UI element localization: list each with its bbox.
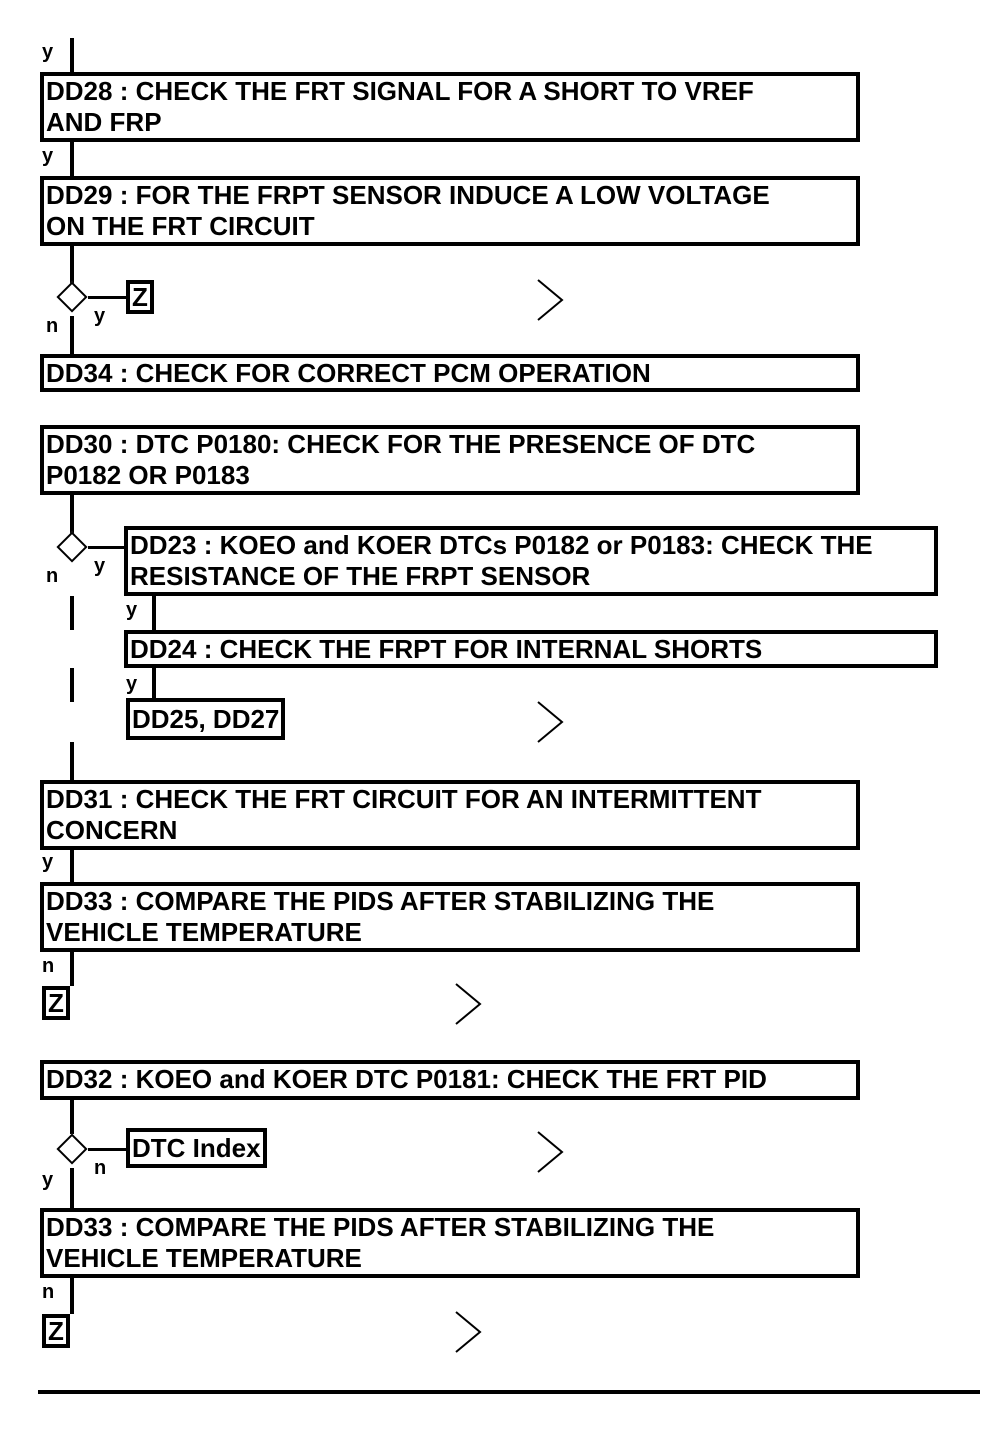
chevron-right-icon[interactable] bbox=[530, 1128, 570, 1176]
connector bbox=[88, 296, 128, 299]
connector-dashed bbox=[70, 668, 74, 702]
yes-label: y bbox=[126, 673, 138, 695]
connector bbox=[70, 1276, 74, 1314]
connector bbox=[70, 950, 74, 986]
chevron-right-icon[interactable] bbox=[448, 980, 488, 1028]
step-dd25-dd27[interactable]: DD25, DD27 bbox=[126, 698, 286, 740]
connector-dashed bbox=[70, 596, 74, 630]
connector bbox=[70, 1168, 74, 1210]
no-label: n bbox=[94, 1157, 107, 1179]
step-dd33[interactable]: DD33 : COMPARE THE PIDS AFTER STABILIZIN… bbox=[40, 1208, 860, 1278]
step-dd32[interactable]: DD32 : KOEO and KOER DTC P0181: CHECK TH… bbox=[40, 1060, 860, 1100]
connector bbox=[152, 594, 156, 632]
target-z[interactable]: Z bbox=[126, 280, 154, 314]
target-z[interactable]: Z bbox=[42, 1314, 70, 1348]
step-dd23[interactable]: DD23 : KOEO and KOER DTCs P0182 or P0183… bbox=[124, 526, 938, 596]
step-dd34[interactable]: DD34 : CHECK FOR CORRECT PCM OPERATION bbox=[40, 354, 860, 392]
decision-diamond bbox=[56, 1133, 88, 1165]
yes-label: y bbox=[42, 145, 54, 167]
chevron-right-icon[interactable] bbox=[448, 1308, 488, 1356]
connector bbox=[70, 1098, 74, 1134]
chevron-right-icon[interactable] bbox=[530, 698, 570, 746]
step-dd30[interactable]: DD30 : DTC P0180: CHECK FOR THE PRESENCE… bbox=[40, 425, 860, 495]
connector bbox=[70, 316, 74, 356]
connector bbox=[70, 140, 74, 178]
step-dd33[interactable]: DD33 : COMPARE THE PIDS AFTER STABILIZIN… bbox=[40, 882, 860, 952]
target-z[interactable]: Z bbox=[42, 986, 70, 1020]
decision-diamond bbox=[56, 281, 88, 313]
connector bbox=[88, 546, 128, 549]
yes-label: y bbox=[42, 1169, 54, 1191]
step-dd24[interactable]: DD24 : CHECK THE FRPT FOR INTERNAL SHORT… bbox=[124, 630, 938, 668]
connector bbox=[70, 848, 74, 884]
no-label: n bbox=[42, 1281, 55, 1303]
yes-label: y bbox=[94, 305, 106, 327]
step-dd29[interactable]: DD29 : FOR THE FRPT SENSOR INDUCE A LOW … bbox=[40, 176, 860, 246]
step-dd31[interactable]: DD31 : CHECK THE FRT CIRCUIT FOR AN INTE… bbox=[40, 780, 860, 850]
connector bbox=[152, 666, 156, 700]
yes-label: y bbox=[126, 599, 138, 621]
divider bbox=[38, 1390, 980, 1394]
connector bbox=[70, 244, 74, 284]
step-dd28[interactable]: DD28 : CHECK THE FRT SIGNAL FOR A SHORT … bbox=[40, 72, 860, 142]
connector bbox=[70, 493, 74, 535]
target-dtc-index[interactable]: DTC Index bbox=[126, 1128, 267, 1168]
no-label: n bbox=[46, 315, 59, 337]
connector bbox=[70, 38, 74, 74]
no-label: n bbox=[42, 955, 55, 977]
chevron-right-icon[interactable] bbox=[530, 276, 570, 324]
yes-label: y bbox=[42, 41, 54, 63]
decision-diamond bbox=[56, 531, 88, 563]
yes-label: y bbox=[42, 851, 54, 873]
connector-dashed bbox=[70, 742, 74, 782]
no-label: n bbox=[46, 565, 59, 587]
yes-label: y bbox=[94, 555, 106, 577]
connector bbox=[88, 1148, 128, 1151]
